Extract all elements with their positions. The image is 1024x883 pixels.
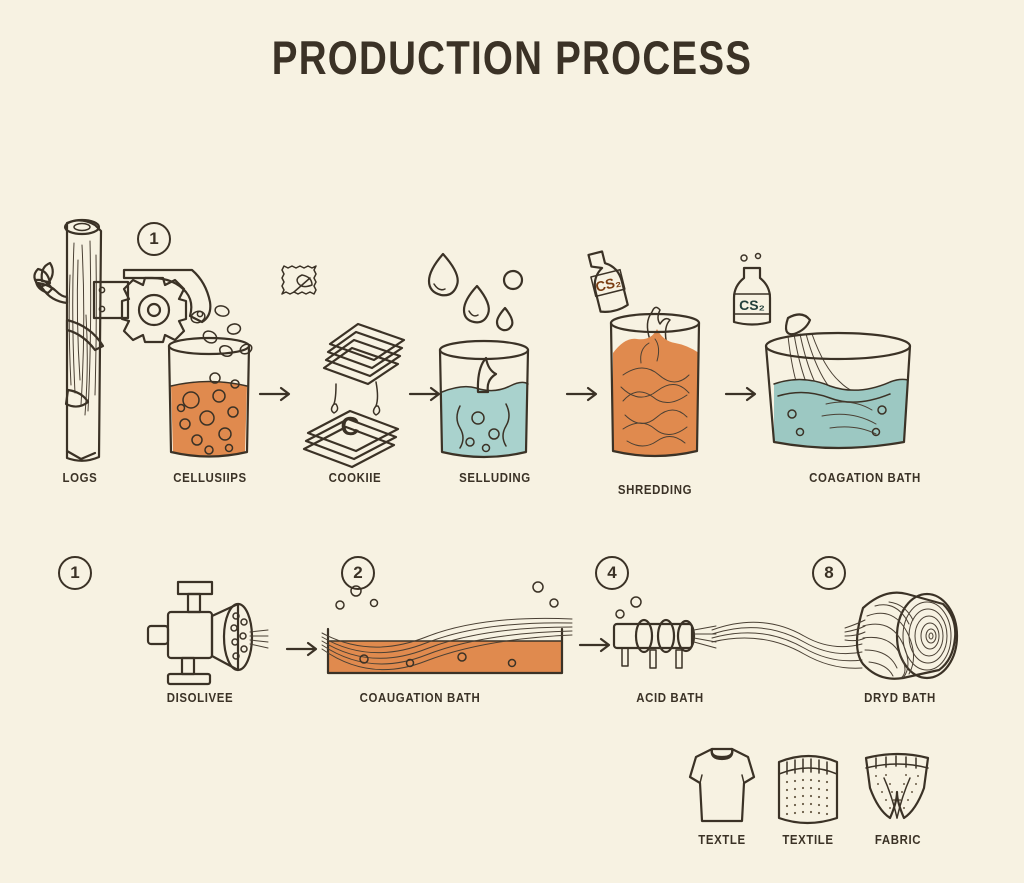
- caption-cellulose: CELLUSIIPS: [173, 470, 247, 485]
- bottle-label: CS₂: [594, 273, 623, 295]
- caption-coag-bath-2: COAUGATION BATH: [359, 690, 481, 705]
- sheet-letter: C: [341, 411, 360, 441]
- beaker-wood-chips-icon: [163, 336, 255, 463]
- beaker-water-drop-icon: [434, 339, 544, 465]
- underwear-icon: [862, 748, 932, 822]
- badge-row2-2: 2: [341, 556, 375, 590]
- badge-row1-1: 1: [137, 222, 171, 256]
- arrow-step-2-3: [408, 385, 444, 403]
- roller-acid-bath-icon: [608, 592, 718, 672]
- bottle-label: CS₂: [739, 297, 765, 313]
- yarn-spool-icon: [844, 582, 965, 687]
- caption-acid-bath: ACID BATH: [636, 690, 704, 705]
- fabric-swatch-icon: [775, 748, 841, 825]
- coagulation-trough-icon: [321, 575, 573, 685]
- caption-dry-bath: DRYD BATH: [864, 690, 936, 705]
- leaf-stamp-icon: [280, 262, 324, 306]
- caption-logs: LOGS: [62, 470, 98, 485]
- caption-steeping: SELLUDING: [459, 470, 531, 485]
- caption-shredding: SHREDDING: [617, 482, 693, 497]
- badge-row2-1: 1: [58, 556, 92, 590]
- cs2-bottle-teal-icon: CS₂: [724, 252, 780, 328]
- chipper-gear-icon: [88, 262, 218, 352]
- arrow-step-3-4: [565, 385, 601, 403]
- fiber-bundle-icon: [711, 600, 863, 670]
- caption-dissolve: DISOLIVEE: [166, 690, 234, 705]
- spinneret-extruder-icon: [140, 578, 270, 688]
- arrow-step-4-5: [724, 385, 760, 403]
- page-title: PRODUCTION PROCESS: [271, 31, 753, 84]
- arrow-step-1-2: [258, 385, 294, 403]
- cs2-bottle-orange-icon: CS₂: [574, 248, 634, 320]
- caption-product-1: TEXTLE: [698, 832, 746, 847]
- caption-product-3: FABRIC: [874, 832, 922, 847]
- tshirt-icon: [688, 745, 756, 823]
- tree-log-icon: [20, 215, 140, 465]
- caption-cooking: COOKIIE: [328, 470, 382, 485]
- caption-product-2: TEXTILE: [782, 832, 834, 847]
- arrow-row2-1-2: [285, 640, 321, 658]
- water-drops-icon: [425, 252, 540, 347]
- wood-chips-falling-icon: [186, 305, 256, 365]
- coagulation-bath-icon: [752, 300, 926, 465]
- beaker-viscose-swirl-icon: [605, 305, 707, 465]
- badge-row2-8: 8: [812, 556, 846, 590]
- caption-coagulation: COAGATION BATH: [809, 470, 921, 485]
- arrow-row2-2-4: [578, 636, 614, 654]
- cellulose-sheets-c-icon: C: [298, 405, 414, 469]
- badge-row2-4: 4: [595, 556, 629, 590]
- cellulose-sheets-icon: [300, 312, 416, 417]
